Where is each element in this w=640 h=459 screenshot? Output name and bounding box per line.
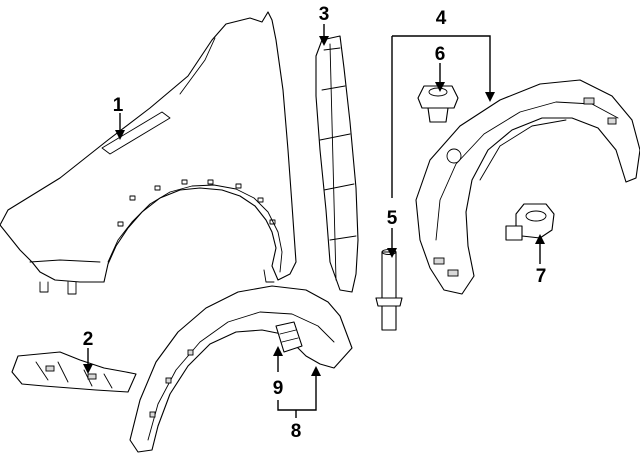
callout-3: 3 <box>319 4 330 25</box>
fender-liner <box>415 79 640 295</box>
liner-retainer <box>505 203 555 241</box>
callout-6: 6 <box>435 44 446 65</box>
callout-5: 5 <box>387 208 398 229</box>
callout-4: 4 <box>436 8 447 29</box>
fender-bracket <box>11 351 137 393</box>
liner-nut <box>417 85 459 123</box>
fender <box>0 11 297 295</box>
callout-7: 7 <box>536 266 547 287</box>
liner-pin <box>375 249 403 331</box>
molding-clip <box>275 321 303 353</box>
fender-insulator <box>315 35 359 293</box>
callout-1: 1 <box>113 95 124 116</box>
wheel-opening-molding <box>129 285 353 453</box>
callout-8: 8 <box>291 421 302 442</box>
callout-9: 9 <box>273 378 284 399</box>
arrowheads <box>83 36 545 376</box>
callout-2: 2 <box>83 329 94 350</box>
leader-lines <box>87 24 541 418</box>
